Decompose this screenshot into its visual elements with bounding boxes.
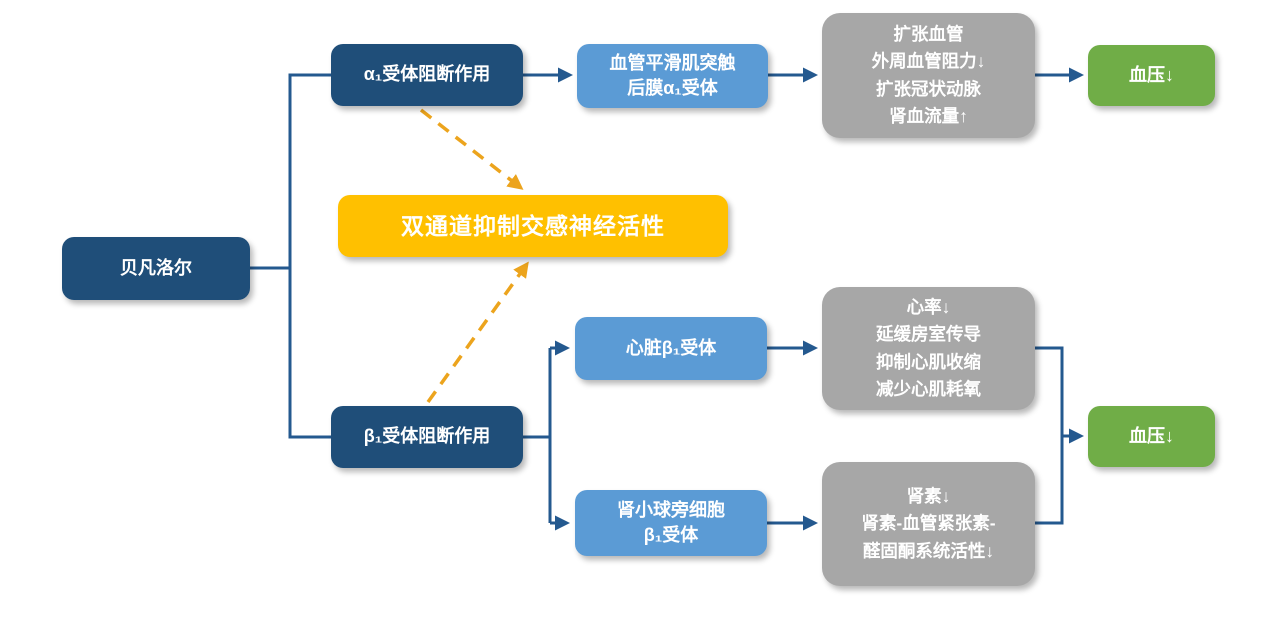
edge-alpha-dual-dashed: [419, 108, 524, 190]
node-drug: 贝凡洛尔: [62, 237, 250, 300]
edge-trunk-alpha-beta: [288, 73, 331, 439]
node-alpha1-blockade: α₁受体阻断作用: [331, 44, 523, 106]
node-bp-down-bottom: 血压↓: [1088, 406, 1215, 467]
node-vascular-receptor: 血管平滑肌突触 后膜α₁受体: [577, 44, 768, 108]
edge-merge-trunk: [1035, 346, 1064, 525]
node-cardiac-effects: 心率↓ 延缓房室传导 抑制心肌收缩 减少心肌耗氧: [822, 287, 1035, 410]
node-dual-channel-banner: 双通道抑制交感神经活性: [338, 195, 728, 257]
node-cardiac-receptor: 心脏β₁受体: [575, 317, 767, 380]
edge-beta-dual-dashed: [426, 261, 529, 404]
node-alpha-effects: 扩张血管 外周血管阻力↓ 扩张冠状动脉 肾血流量↑: [822, 13, 1035, 138]
node-renin-effects: 肾素↓ 肾素-血管紧张素- 醛固酮系统活性↓: [822, 462, 1035, 586]
node-beta1-blockade: β₁受体阻断作用: [331, 406, 523, 468]
node-juxtaglomerular-receptor: 肾小球旁细胞 β₁受体: [575, 490, 767, 556]
node-bp-down-top: 血压↓: [1088, 45, 1215, 106]
